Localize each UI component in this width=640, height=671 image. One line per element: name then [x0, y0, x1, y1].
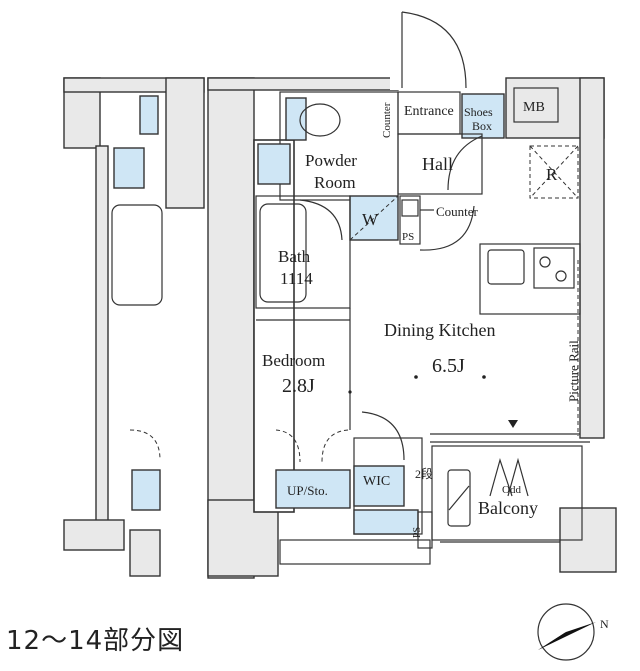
- odd-triangle-2: [507, 457, 529, 497]
- compass-needle-tail: [538, 632, 566, 650]
- dk-dot-2: [482, 375, 486, 379]
- toilet-icon: [299, 103, 341, 137]
- closet-door-2: [321, 429, 349, 463]
- bedroom-label: Bedroom: [262, 351, 325, 370]
- mb-box: [513, 87, 559, 123]
- box-label: Box: [472, 119, 492, 133]
- washer-diag: [349, 195, 399, 241]
- neighbor-wall-right-top: [165, 77, 205, 209]
- neighbor-storage: [131, 469, 161, 511]
- step-label: 2段: [415, 466, 433, 481]
- counter-box: [401, 199, 419, 217]
- odd-label: Odd: [502, 484, 521, 496]
- entry-gap: [390, 10, 470, 90]
- compass-ring: [537, 603, 595, 661]
- picture-rail-label: Picture Rail: [566, 340, 581, 402]
- shoes-label: Shoes: [464, 105, 493, 119]
- refrigerator-space: [529, 145, 579, 199]
- neighbor-wall-left: [95, 145, 109, 547]
- wall-left: [207, 77, 255, 579]
- neighbor-door-swing: [129, 429, 161, 461]
- sink-icon: [487, 249, 525, 285]
- ac-unit: [447, 469, 471, 527]
- stove-icon: [533, 247, 575, 289]
- entry-arrow-icon: [508, 420, 518, 428]
- neighbor-sink: [113, 147, 145, 189]
- wall-top-left: [207, 77, 399, 91]
- main-walls: [207, 10, 617, 579]
- closet-door-1: [275, 429, 301, 463]
- ps-label-top: PS: [402, 231, 414, 243]
- burner-1: [539, 256, 551, 268]
- lower-ledge: [279, 539, 431, 565]
- bath-label: Bath: [278, 247, 311, 266]
- entrance-label: Entrance: [404, 104, 454, 119]
- ps-shaft-top: [399, 195, 421, 245]
- wic-door-swing: [361, 411, 405, 461]
- bath-door-swing: [299, 199, 343, 241]
- bedroom-size-label: 2.8J: [282, 375, 315, 397]
- bath-size-label: 1114: [280, 269, 313, 288]
- hall-door-2-swing: [419, 205, 475, 251]
- bedroom-dot: [348, 390, 352, 394]
- hall-door-swing: [447, 135, 483, 191]
- up-sto-label: UP/Sto.: [287, 483, 328, 498]
- r-label: R: [546, 165, 558, 184]
- fridge-diag-2: [529, 145, 579, 199]
- counter-vertical-label: Counter: [381, 102, 393, 138]
- powder-label-2: Room: [314, 173, 356, 192]
- entrance-door-swing: [401, 11, 467, 89]
- w-label: W: [362, 210, 379, 229]
- dk-label: Dining Kitchen: [384, 320, 495, 340]
- hall-label: Hall: [422, 154, 453, 174]
- compass-needle-icon: [538, 622, 596, 650]
- wall-inner-left: [253, 139, 295, 513]
- dk-size-label: 6.5J: [432, 355, 465, 377]
- neighbor-wall-corner: [129, 529, 161, 577]
- dk-dot-1: [414, 375, 418, 379]
- hall: [397, 133, 483, 195]
- compass-north-label: N: [600, 617, 609, 631]
- ac-diag: [448, 485, 470, 511]
- bathtub-icon: [259, 203, 307, 303]
- up-storage: [275, 469, 351, 509]
- kitchen-counter: [479, 243, 581, 315]
- neighbor-bathtub: [111, 204, 163, 306]
- wic-shelf: [353, 465, 405, 507]
- neighbor-toilet-box: [139, 95, 159, 135]
- washbasin-icon: [257, 143, 291, 185]
- ps-label-bottom: PS: [412, 527, 423, 538]
- compass: N: [537, 603, 609, 661]
- wall-right: [579, 77, 605, 439]
- burner-2: [555, 270, 567, 282]
- neighbor-wall-bottom: [63, 519, 125, 551]
- mb-label: MB: [523, 100, 545, 115]
- floor-range-caption: 12～14部分図: [6, 626, 185, 656]
- wic-lower: [353, 509, 419, 535]
- counter-label: Counter: [436, 204, 479, 219]
- balcony: [431, 445, 583, 541]
- shoes-box: [461, 93, 505, 139]
- odd-triangle-1: [489, 457, 513, 497]
- bathroom: [255, 195, 351, 309]
- powder-shelf: [285, 97, 307, 141]
- powder-label-1: Powder: [305, 151, 357, 170]
- wic-label: WIC: [363, 474, 390, 489]
- balcony-label: Balcony: [478, 498, 538, 518]
